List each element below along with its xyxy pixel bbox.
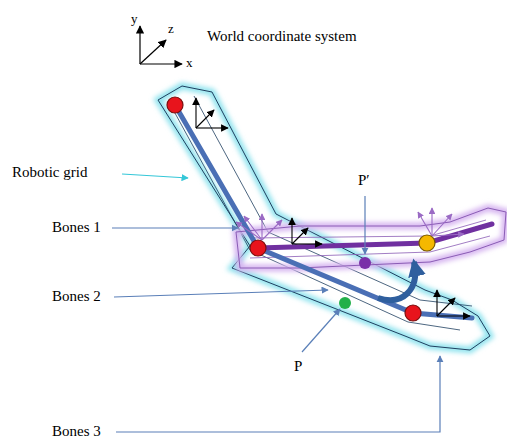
- bone-chain: [175, 105, 472, 318]
- axis-label: z: [168, 22, 174, 36]
- robotic-grid: [158, 86, 490, 350]
- leader-lines: [112, 174, 440, 432]
- part-label: Robotic grid: [12, 164, 87, 181]
- point-label: P: [294, 358, 302, 375]
- point-p-prime: [359, 257, 371, 269]
- rotation-arrow: [378, 262, 415, 300]
- joints: [167, 97, 435, 321]
- point-p: [339, 297, 351, 309]
- moved-grid: [236, 208, 506, 268]
- part-label: Bones 3: [52, 423, 101, 440]
- axis-title: World coordinate system: [207, 28, 357, 45]
- point-label: P′: [358, 172, 370, 189]
- axis-label: y: [131, 12, 138, 26]
- part-label: Bones 1: [52, 219, 101, 236]
- local-frames: [196, 98, 470, 316]
- world-axes: [140, 26, 182, 64]
- part-label: Bones 2: [52, 288, 101, 305]
- axis-label: x: [186, 56, 193, 70]
- moved-bone: [258, 224, 492, 248]
